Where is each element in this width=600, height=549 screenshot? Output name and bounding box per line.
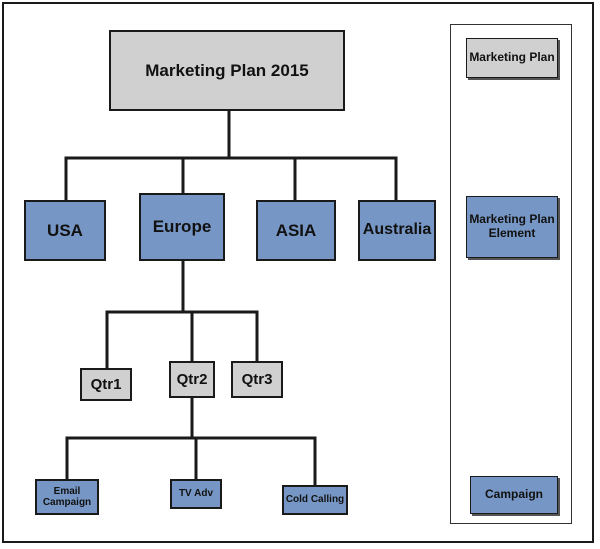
node-campaign-email: Email Campaign xyxy=(35,479,99,515)
legend-item-campaign: Campaign xyxy=(470,476,558,514)
node-qtr3: Qtr3 xyxy=(231,361,283,398)
node-region-australia: Australia xyxy=(358,200,436,261)
node-qtr2: Qtr2 xyxy=(169,361,215,398)
legend-panel xyxy=(450,24,572,524)
node-region-europe: Europe xyxy=(139,193,225,261)
node-region-asia: ASIA xyxy=(256,200,336,261)
legend-item-marketing-plan-element: Marketing Plan Element xyxy=(466,196,558,258)
node-root: Marketing Plan 2015 xyxy=(109,30,345,111)
legend-item-marketing-plan: Marketing Plan xyxy=(466,38,558,78)
node-qtr1: Qtr1 xyxy=(80,368,132,401)
node-campaign-cold: Cold Calling xyxy=(282,485,348,515)
node-region-usa: USA xyxy=(24,200,106,261)
node-campaign-tv: TV Adv xyxy=(170,479,222,509)
